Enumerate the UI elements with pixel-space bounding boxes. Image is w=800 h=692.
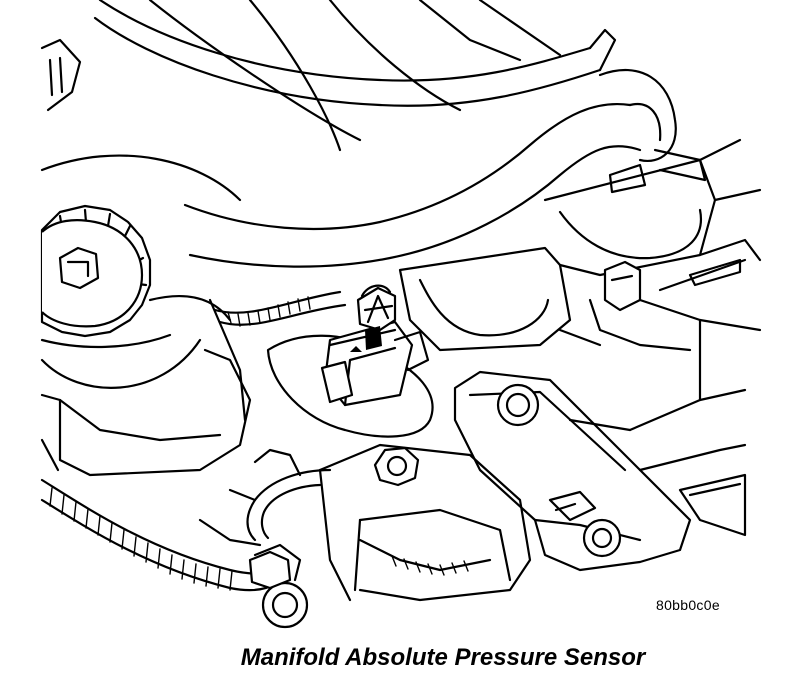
- upper-hose: [95, 0, 615, 150]
- lower-housing: [320, 445, 530, 600]
- vacuum-hose-upper: [215, 292, 345, 326]
- mounting-bracket: [455, 372, 690, 570]
- hose-clip: [560, 262, 760, 350]
- bolt-bracket-upper: [498, 385, 538, 425]
- figure-id-code: 80bb0c0e: [656, 597, 720, 613]
- map-sensor: [268, 286, 433, 437]
- vacuum-hose-lower: [200, 450, 330, 545]
- bolt-bracket-lower: [584, 520, 620, 556]
- coolant-reservoir: [42, 296, 250, 475]
- coolant-cap: [42, 206, 170, 347]
- upper-left-bracket: [42, 40, 240, 200]
- figure-caption: Manifold Absolute Pressure Sensor: [240, 644, 646, 671]
- wiring-harness-lower: [42, 480, 290, 590]
- intake-runners: [400, 140, 760, 350]
- right-lower-components: [570, 320, 745, 535]
- bolt-lower-left: [255, 545, 307, 627]
- bolt-center: [375, 448, 418, 485]
- engine-bay-illustration: [0, 0, 800, 640]
- radiator-hose: [185, 70, 705, 267]
